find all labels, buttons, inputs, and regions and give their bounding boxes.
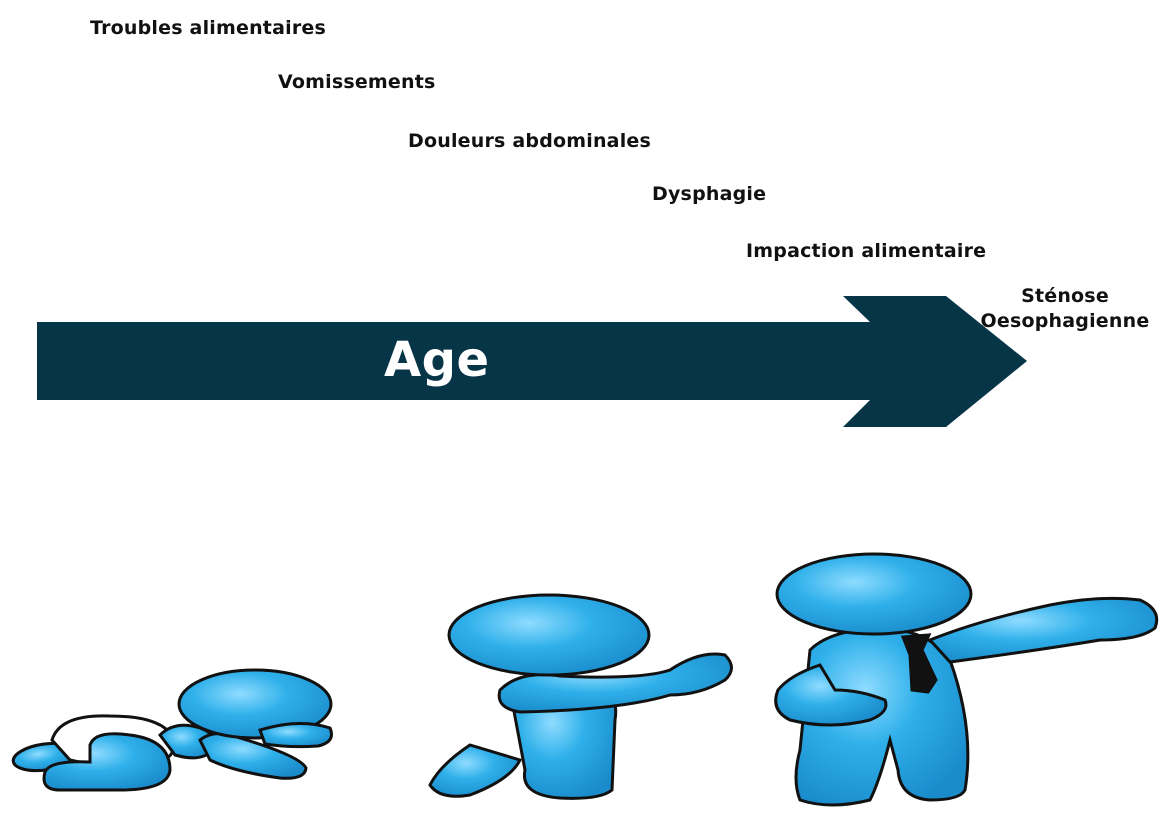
child-figure: [430, 595, 732, 798]
adult-figure: [776, 554, 1157, 805]
baby-figure: [12, 670, 332, 790]
